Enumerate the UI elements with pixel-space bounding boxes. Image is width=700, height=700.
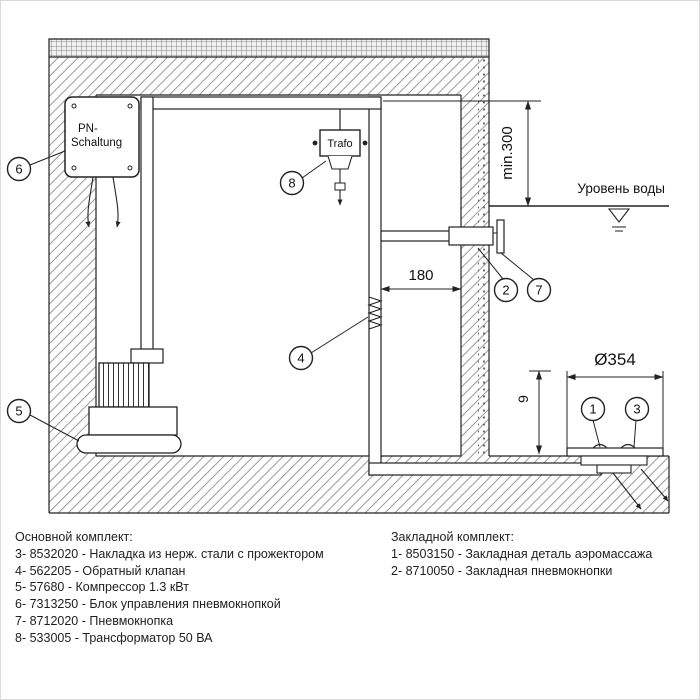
leader-arrow bbox=[612, 472, 642, 510]
pool-wall-tile-dots bbox=[478, 57, 489, 456]
pipe-riser bbox=[140, 96, 154, 356]
callout-2-number: 2 bbox=[502, 283, 509, 298]
callout-5: 5 bbox=[6, 398, 80, 442]
legend-item: 1- 8503150 - Закладная деталь аэромассаж… bbox=[391, 546, 653, 561]
legend-item: 4- 562205 - Обратный клапан bbox=[15, 563, 186, 578]
aeromassage-fitting bbox=[566, 443, 669, 510]
air-pipes bbox=[140, 96, 602, 476]
callout-4-number: 4 bbox=[297, 351, 304, 366]
callout-8-number: 8 bbox=[288, 176, 295, 191]
legend-item: 2- 8710050 - Закладная пневмокнопки bbox=[391, 563, 613, 578]
callout-4: 4 bbox=[288, 316, 369, 371]
screw-icon bbox=[71, 103, 77, 109]
callout-1: 1 bbox=[580, 396, 606, 448]
pn-box-cable bbox=[112, 176, 121, 228]
technical-diagram-svg: PN- Schaltung Trafo bbox=[6, 38, 670, 514]
pn-control-box: PN- Schaltung bbox=[64, 96, 140, 228]
legend: Основной комплект: 3- 8532020 - Накладка… bbox=[1, 529, 699, 699]
check-valve-spring bbox=[367, 296, 383, 330]
screw-icon bbox=[127, 103, 133, 109]
dim-180: 180 bbox=[380, 267, 462, 292]
legend-item: 8- 533005 - Трансформатор 50 ВА bbox=[15, 630, 213, 645]
dim-depth-9: 9 bbox=[515, 370, 551, 455]
legend-main-kit: Основной комплект: 3- 8532020 - Накладка… bbox=[15, 529, 387, 647]
pn-box-cable bbox=[85, 176, 94, 228]
pn-box-body bbox=[64, 96, 140, 178]
legend-embedded-kit: Закладной комплект: 1- 8503150 - Закладн… bbox=[391, 529, 697, 579]
legend-item: 6- 7313250 - Блок управления пневмокнопк… bbox=[15, 597, 281, 612]
dim-min300: min.300 bbox=[383, 100, 541, 207]
screw-icon bbox=[71, 165, 77, 171]
dim-diameter-354: Ø354 bbox=[566, 350, 664, 448]
wall-sleeve bbox=[448, 226, 494, 246]
pipe-bottom-run bbox=[368, 462, 602, 476]
transformer: Trafo bbox=[312, 109, 368, 206]
callout-3: 3 bbox=[624, 396, 650, 448]
pump-base bbox=[76, 434, 182, 454]
water-level-symbol bbox=[607, 208, 631, 223]
callout-2: 2 bbox=[477, 247, 519, 303]
dim-min300-label: min.300 bbox=[499, 126, 516, 179]
button-face-plate bbox=[496, 219, 505, 254]
legend-item: 3- 8532020 - Накладка из нерж. стали с п… bbox=[15, 546, 324, 561]
cable-connector bbox=[334, 182, 346, 191]
pump-housing bbox=[88, 406, 178, 436]
legend-item: 7- 8712020 - Пневмокнопка bbox=[15, 613, 174, 628]
callout-1-number: 1 bbox=[589, 402, 596, 417]
pump-motor bbox=[98, 362, 150, 408]
transformer-label: Trafo bbox=[327, 138, 352, 150]
fitting-body bbox=[596, 464, 632, 474]
callout-6-number: 6 bbox=[15, 162, 22, 177]
callout-3-number: 3 bbox=[633, 402, 640, 417]
callout-7: 7 bbox=[500, 252, 552, 303]
callout-8: 8 bbox=[279, 160, 327, 196]
dim-depth-label: 9 bbox=[515, 395, 531, 403]
mount-bolt-icon bbox=[312, 140, 318, 146]
callout-5-number: 5 bbox=[15, 404, 22, 419]
dim-diameter-label: Ø354 bbox=[594, 350, 636, 369]
pneumo-button-assembly bbox=[448, 219, 505, 254]
mount-bolt-icon bbox=[362, 140, 368, 146]
compressor-pump bbox=[76, 348, 182, 454]
ceiling-band bbox=[49, 57, 461, 95]
transformer-bracket bbox=[327, 155, 353, 170]
legend-main-title: Основной комплект: bbox=[15, 530, 133, 544]
pn-box-label-line2: Schaltung bbox=[71, 137, 122, 149]
legend-embedded-title: Закладной комплект: bbox=[391, 530, 514, 544]
dim-180-label: 180 bbox=[408, 267, 433, 284]
leader-arrow bbox=[640, 468, 669, 502]
water-level: Уровень воды bbox=[489, 181, 669, 232]
callout-6: 6 bbox=[6, 150, 66, 182]
fitting-flange bbox=[580, 455, 648, 466]
water-level-label: Уровень воды bbox=[577, 181, 665, 196]
pipe-top-run bbox=[140, 96, 382, 110]
legend-item: 5- 57680 - Компрессор 1.3 кВт bbox=[15, 580, 189, 595]
pump-elbow-fitting bbox=[130, 348, 164, 364]
pipe-down-run bbox=[368, 96, 382, 476]
fitting-cover-plate bbox=[566, 447, 664, 457]
callout-7-number: 7 bbox=[535, 283, 542, 298]
pn-box-label-line1: PN- bbox=[78, 123, 98, 135]
pipe-branch-button bbox=[380, 230, 452, 242]
screw-icon bbox=[127, 165, 133, 171]
masonry-strip bbox=[49, 39, 489, 57]
